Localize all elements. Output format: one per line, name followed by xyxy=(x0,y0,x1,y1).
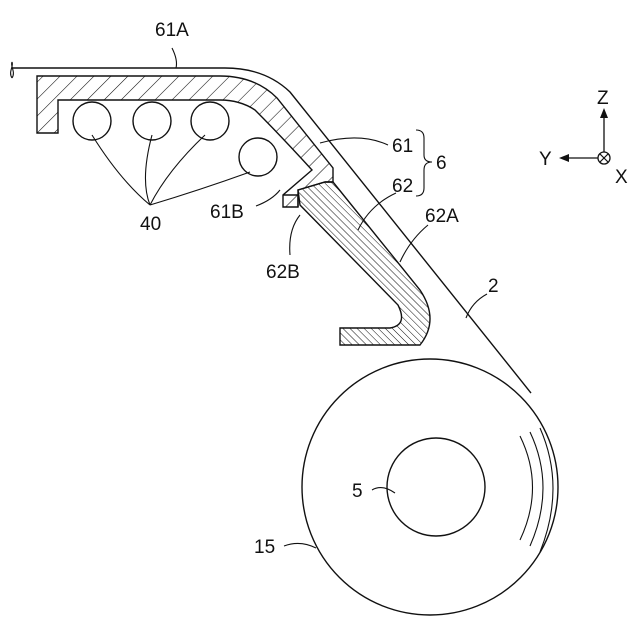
member-62 xyxy=(298,182,430,345)
heater-40-b xyxy=(133,102,171,140)
leader-62A xyxy=(400,225,428,262)
y-arrow-icon xyxy=(559,154,569,162)
label-62: 62 xyxy=(392,176,413,197)
member-61 xyxy=(37,76,333,207)
leader-61A xyxy=(172,48,177,68)
label-62A: 62A xyxy=(425,206,459,227)
film-break-mark xyxy=(11,62,14,78)
label-15: 15 xyxy=(254,537,275,558)
heater-40-c xyxy=(191,102,229,140)
label-62B: 62B xyxy=(266,262,300,283)
heater-40-a xyxy=(73,102,111,140)
label-5: 5 xyxy=(352,481,363,502)
label-61A: 61A xyxy=(155,20,189,41)
z-arrow-icon xyxy=(600,108,608,118)
leader-62B xyxy=(290,215,300,255)
leader-40 xyxy=(92,135,250,205)
label-40: 40 xyxy=(140,214,161,235)
core-5 xyxy=(387,438,485,536)
leader-61B xyxy=(256,190,280,206)
label-61: 61 xyxy=(392,136,413,157)
axis-y-label: Y xyxy=(539,149,552,170)
heater-40-d xyxy=(239,138,277,176)
leader-15 xyxy=(284,543,316,548)
label-2: 2 xyxy=(488,276,499,297)
leader-2 xyxy=(466,294,487,318)
label-61B: 61B xyxy=(210,202,244,223)
axis-indicator: Z Y X xyxy=(539,88,628,188)
axis-x-label: X xyxy=(615,167,628,188)
label-6: 6 xyxy=(436,153,447,174)
axis-z-label: Z xyxy=(597,88,609,109)
bracket-6 xyxy=(416,130,432,196)
